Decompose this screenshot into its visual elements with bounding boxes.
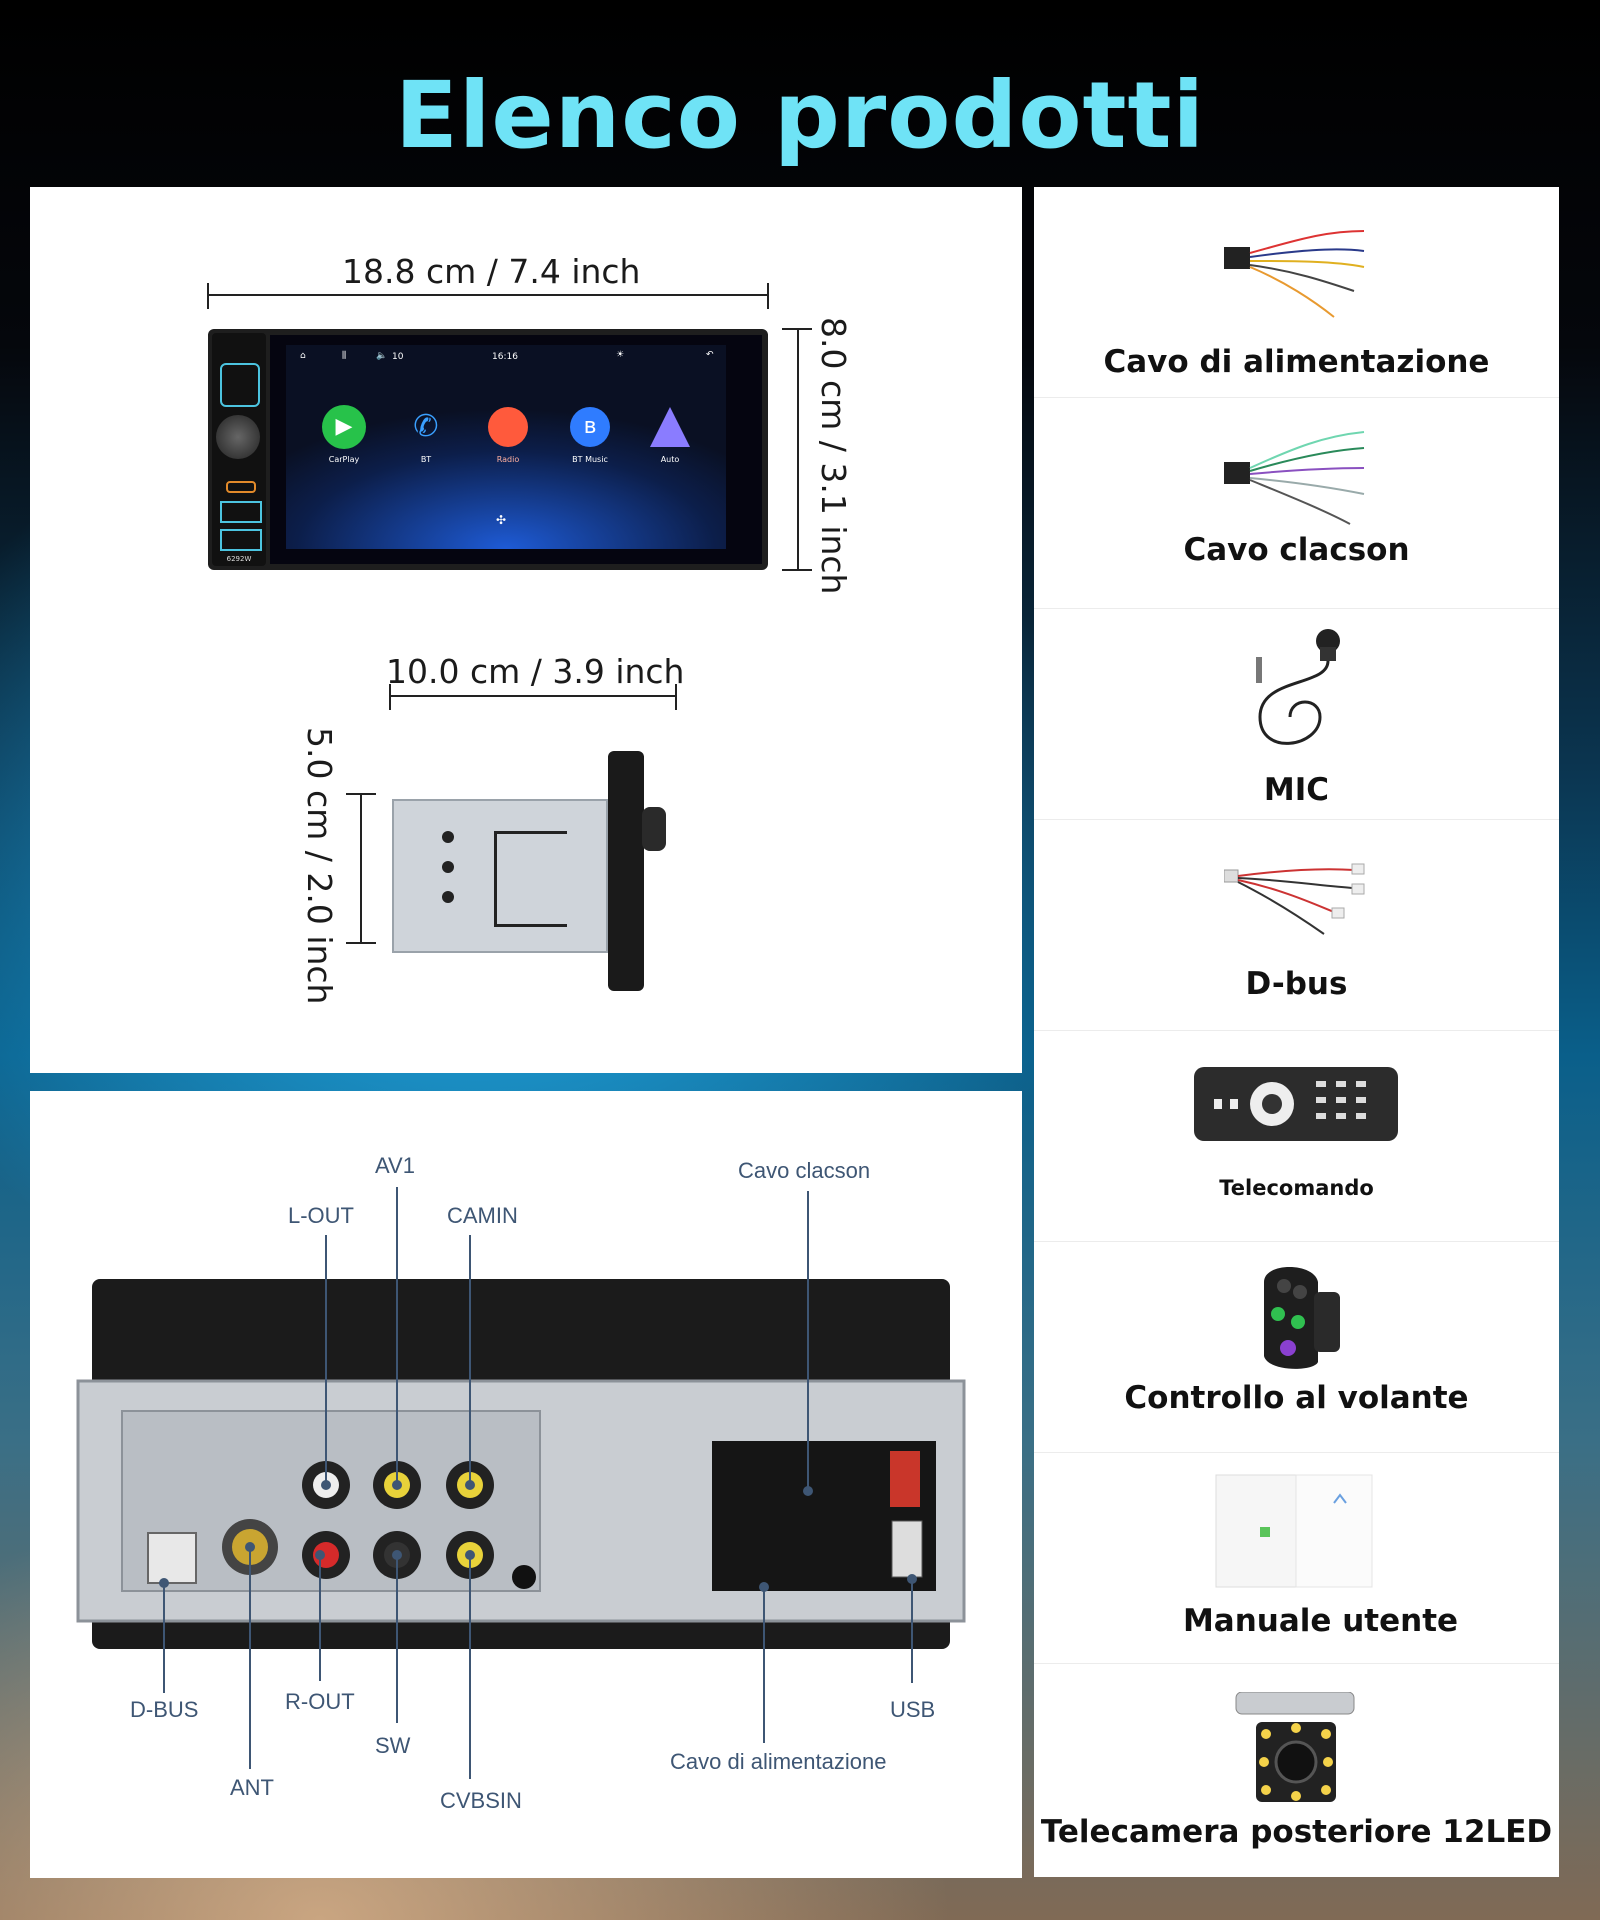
label-ant: ANT [230,1775,274,1800]
back-panel: AV1 L-OUT CAMIN Cavo clacson D-BUS R-OUT… [30,1091,1022,1878]
list-item-steering-control: Controllo al volante [1034,1242,1559,1453]
list-item-dbus: D-bus [1034,820,1559,1031]
product-label: Controllo al volante [1124,1380,1469,1416]
product-label: Telecomando [1219,1176,1374,1200]
back-icon[interactable]: ↶ [706,350,714,360]
manual-icon [1215,1474,1373,1588]
product-label: D-bus [1245,966,1348,1002]
side-depth-label: 10.0 cm / 3.9 inch [386,652,685,691]
apps-grid-icon[interactable]: ✣ [496,513,507,527]
list-item-rear-camera: Telecamera posteriore 12LED [1034,1664,1559,1874]
side-height-label: 5.0 cm / 2.0 inch [300,727,339,1005]
dimensions-panel: 18.8 cm / 7.4 inch 8.0 cm / 3.1 inch 10.… [30,187,1022,1073]
label-sw: SW [375,1733,411,1758]
front-height-label: 8.0 cm / 3.1 inch [814,317,853,595]
touch-screen[interactable]: ⌂ ⫼ 🔈 10 16:16 ☀ ↶ ▶ CarPlay ✆ BT [270,335,762,564]
label-camin: CAMIN [447,1203,518,1228]
equalizer-icon[interactable]: ⫼ [342,351,347,361]
front-width-label: 18.8 cm / 7.4 inch [342,252,641,291]
page-title: Elenco prodotti [394,62,1206,169]
label-cvbsin: CVBSIN [440,1788,522,1813]
label-d-bus: D-BUS [130,1697,199,1722]
model-label: 6292W [226,555,252,563]
dimension-lines [207,283,812,944]
product-label: Manuale utente [1182,1603,1459,1639]
clock: 16:16 [492,352,518,362]
label-av1: AV1 [375,1153,415,1178]
android-auto-icon [650,407,690,447]
bluetooth-phone-icon: ✆ [413,409,439,444]
label-usb: USB [890,1697,936,1722]
label-cavo-alimentazione: Cavo di alimentazione [670,1749,887,1774]
app-bt-music[interactable]: ʙ BT Music [562,405,618,475]
product-label: MIC [1263,772,1330,808]
usb-port-1 [220,501,262,523]
rear-camera-icon [1235,1692,1355,1802]
volume-knob[interactable] [216,415,260,459]
list-item-horn-cable: Cavo clacson [1034,398,1559,609]
list-item-power-cable: Cavo di alimentazione [1034,187,1559,398]
back-panel-diagram [76,1187,966,1779]
remote-control-icon [1194,1067,1398,1141]
app-auto[interactable]: Auto [642,405,698,475]
home-button[interactable] [220,363,260,407]
product-label: Cavo clacson [1183,532,1410,568]
home-icon[interactable]: ⌂ [300,351,306,361]
list-item-remote: Telecomando [1034,1031,1559,1242]
product-list: Cavo di alimentazione Cavo clacson MIC [1034,187,1559,1877]
usb-port-2 [220,529,262,551]
label-l-out: L-OUT [288,1203,354,1228]
head-unit-side [392,751,678,991]
app-carplay[interactable]: ▶ CarPlay [316,405,372,475]
microphone-icon [1256,629,1340,745]
list-item-user-manual: Manuale utente [1034,1453,1559,1664]
label-r-out: R-OUT [285,1689,355,1714]
app-bt[interactable]: ✆ BT [398,405,454,475]
horn-cable-icon [1224,431,1365,525]
list-item-mic: MIC [1034,609,1559,820]
app-radio[interactable]: Radio [480,405,536,475]
brightness-icon[interactable]: ☀ [616,350,625,360]
power-cable-icon [1224,230,1365,318]
head-unit-front: 6292W ⌂ ⫼ 🔈 10 16:16 ☀ ↶ ▶ CarPlay ✆ [208,329,768,570]
radio-icon [488,407,528,447]
bluetooth-icon: ʙ [570,407,610,447]
carplay-icon: ▶ [322,405,366,449]
product-label: Cavo di alimentazione [1103,344,1490,380]
dbus-cable-icon [1224,863,1365,935]
volume-icon[interactable]: 🔈 [376,351,388,361]
label-cavo-clacson: Cavo clacson [738,1158,871,1183]
steering-control-icon [1264,1267,1340,1369]
control-strip: 6292W [212,333,266,566]
product-label: Telecamera posteriore 12LED [1040,1814,1553,1850]
volume-value: 10 [392,352,404,362]
usb-c-port [226,481,256,493]
